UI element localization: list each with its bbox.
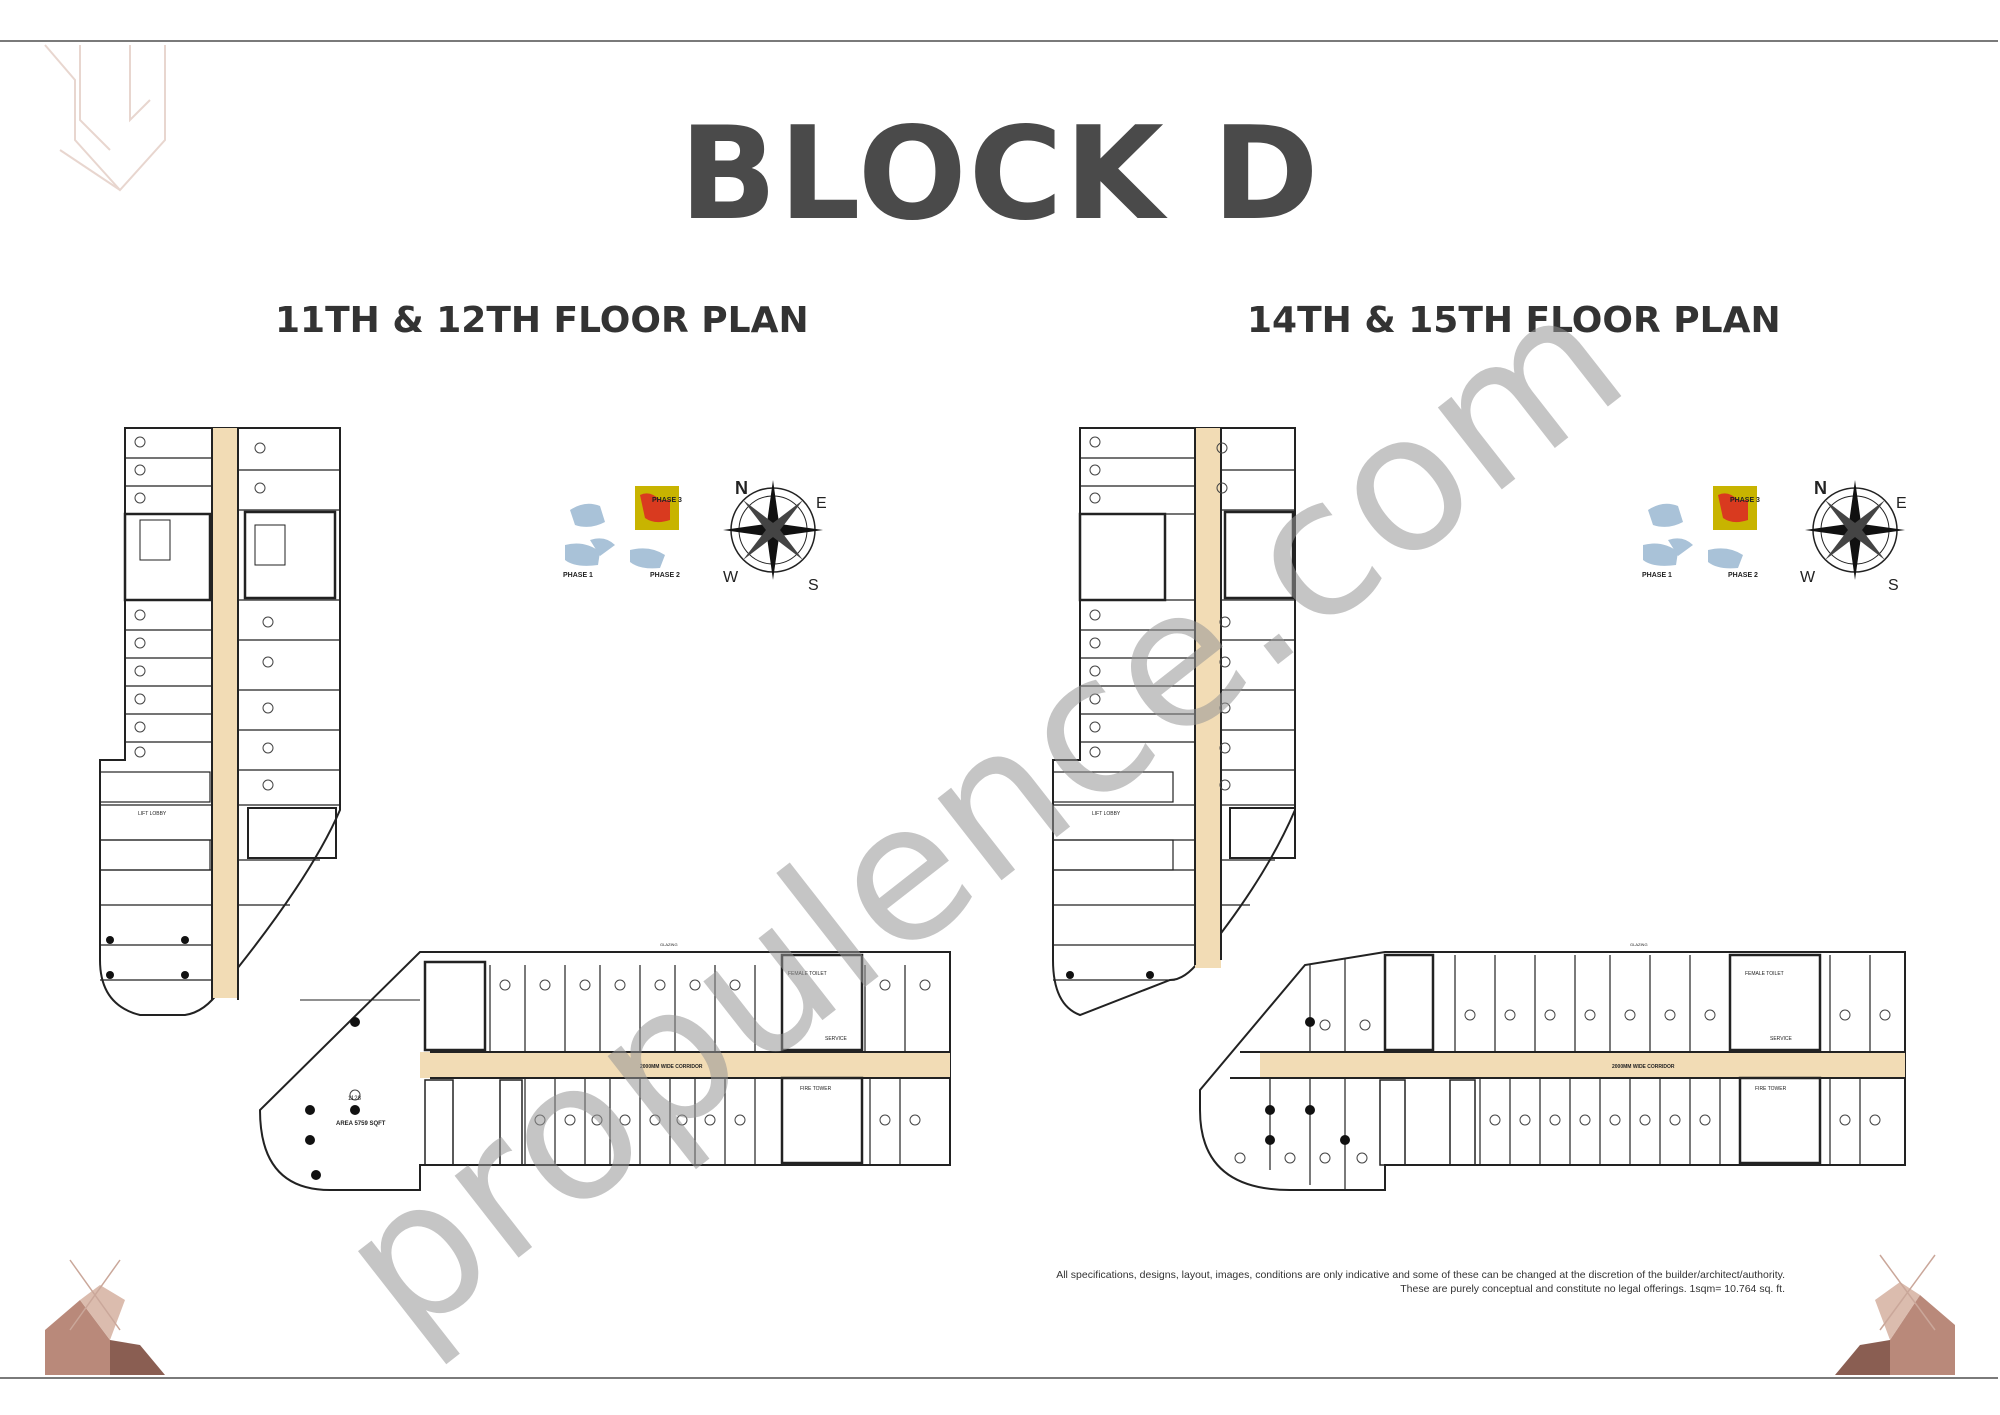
corner-ornament-top-left xyxy=(44,44,166,192)
key-plan-phase1-label-right: PHASE 1 xyxy=(1642,572,1672,579)
service-label-left: SERVICE xyxy=(825,1036,848,1042)
glazing-label-left: GLAZING xyxy=(660,942,678,947)
toilet-label-right: FEMALE TOILET xyxy=(1745,971,1784,977)
columns-right xyxy=(1066,971,1350,1145)
service-label-right: SERVICE xyxy=(1770,1036,1793,1042)
floor-plan-14-15 xyxy=(1052,427,1906,1191)
key-plan-phase2-label-left: PHASE 2 xyxy=(650,572,680,579)
key-plan-left xyxy=(565,486,679,569)
key-plan-phase3-label-left: PHASE 3 xyxy=(652,497,682,504)
corner-ornament-bottom-right xyxy=(1835,1254,1955,1375)
corridor-horizontal-left xyxy=(420,1052,950,1078)
key-plan-phase1-label-left: PHASE 1 xyxy=(563,572,593,579)
corridor-horizontal-right xyxy=(1260,1052,1905,1078)
big-unit-area: AREA 5759 SQFT xyxy=(336,1121,386,1127)
page-title: BLOCK D xyxy=(679,100,1321,249)
key-plan-right xyxy=(1643,486,1757,569)
corridor-vertical-left xyxy=(212,428,238,998)
columns-left xyxy=(106,936,360,1180)
compass-s-right: S xyxy=(1888,577,1899,594)
compass-left xyxy=(723,480,823,580)
plan-title-14-15: 14TH & 15TH FLOOR PLAN xyxy=(1247,300,1781,341)
disclaimer: All specifications, designs, layout, ima… xyxy=(1025,1268,1785,1296)
compass-right xyxy=(1805,480,1905,580)
key-plan-phase3-label-right: PHASE 3 xyxy=(1730,497,1760,504)
unit-markers-left xyxy=(134,436,931,1126)
floor-plan-11-12 xyxy=(99,427,951,1191)
compass-n-left: N xyxy=(735,478,748,498)
toilet-label-left: FEMALE TOILET xyxy=(788,971,827,977)
page-frame xyxy=(0,40,1998,1379)
corridor-label-left: 2000MM WIDE CORRIDOR xyxy=(640,1064,703,1070)
compass-e-left: E xyxy=(816,495,827,512)
corridor-label-right: 2000MM WIDE CORRIDOR xyxy=(1612,1064,1675,1070)
compass-e-right: E xyxy=(1896,495,1907,512)
plan-title-11-12: 11TH & 12TH FLOOR PLAN xyxy=(275,300,809,341)
corridor-vertical-right xyxy=(1195,428,1221,968)
compass-w-right: W xyxy=(1800,569,1816,586)
disclaimer-line-2: These are purely conceptual and constitu… xyxy=(1400,1283,1785,1295)
lift-lobby-label-left: LIFT LOBBY xyxy=(138,811,167,817)
compass-w-left: W xyxy=(723,569,739,586)
corner-ornament-bottom-left xyxy=(45,1259,165,1375)
compass-n-right: N xyxy=(1814,478,1827,498)
disclaimer-line-1: All specifications, designs, layout, ima… xyxy=(1056,1269,1785,1281)
fire-tower-label-right: FIRE TOWER xyxy=(1755,1086,1787,1092)
key-plan-phase2-label-right: PHASE 2 xyxy=(1728,572,1758,579)
fire-tower-label-left: FIRE TOWER xyxy=(800,1086,832,1092)
big-unit-number: 1128 xyxy=(348,1096,362,1102)
compass-s-left: S xyxy=(808,577,819,594)
lift-lobby-label-right: LIFT LOBBY xyxy=(1092,811,1121,817)
glazing-label-right: GLAZING xyxy=(1630,942,1648,947)
unit-markers-right xyxy=(1089,436,1891,1164)
